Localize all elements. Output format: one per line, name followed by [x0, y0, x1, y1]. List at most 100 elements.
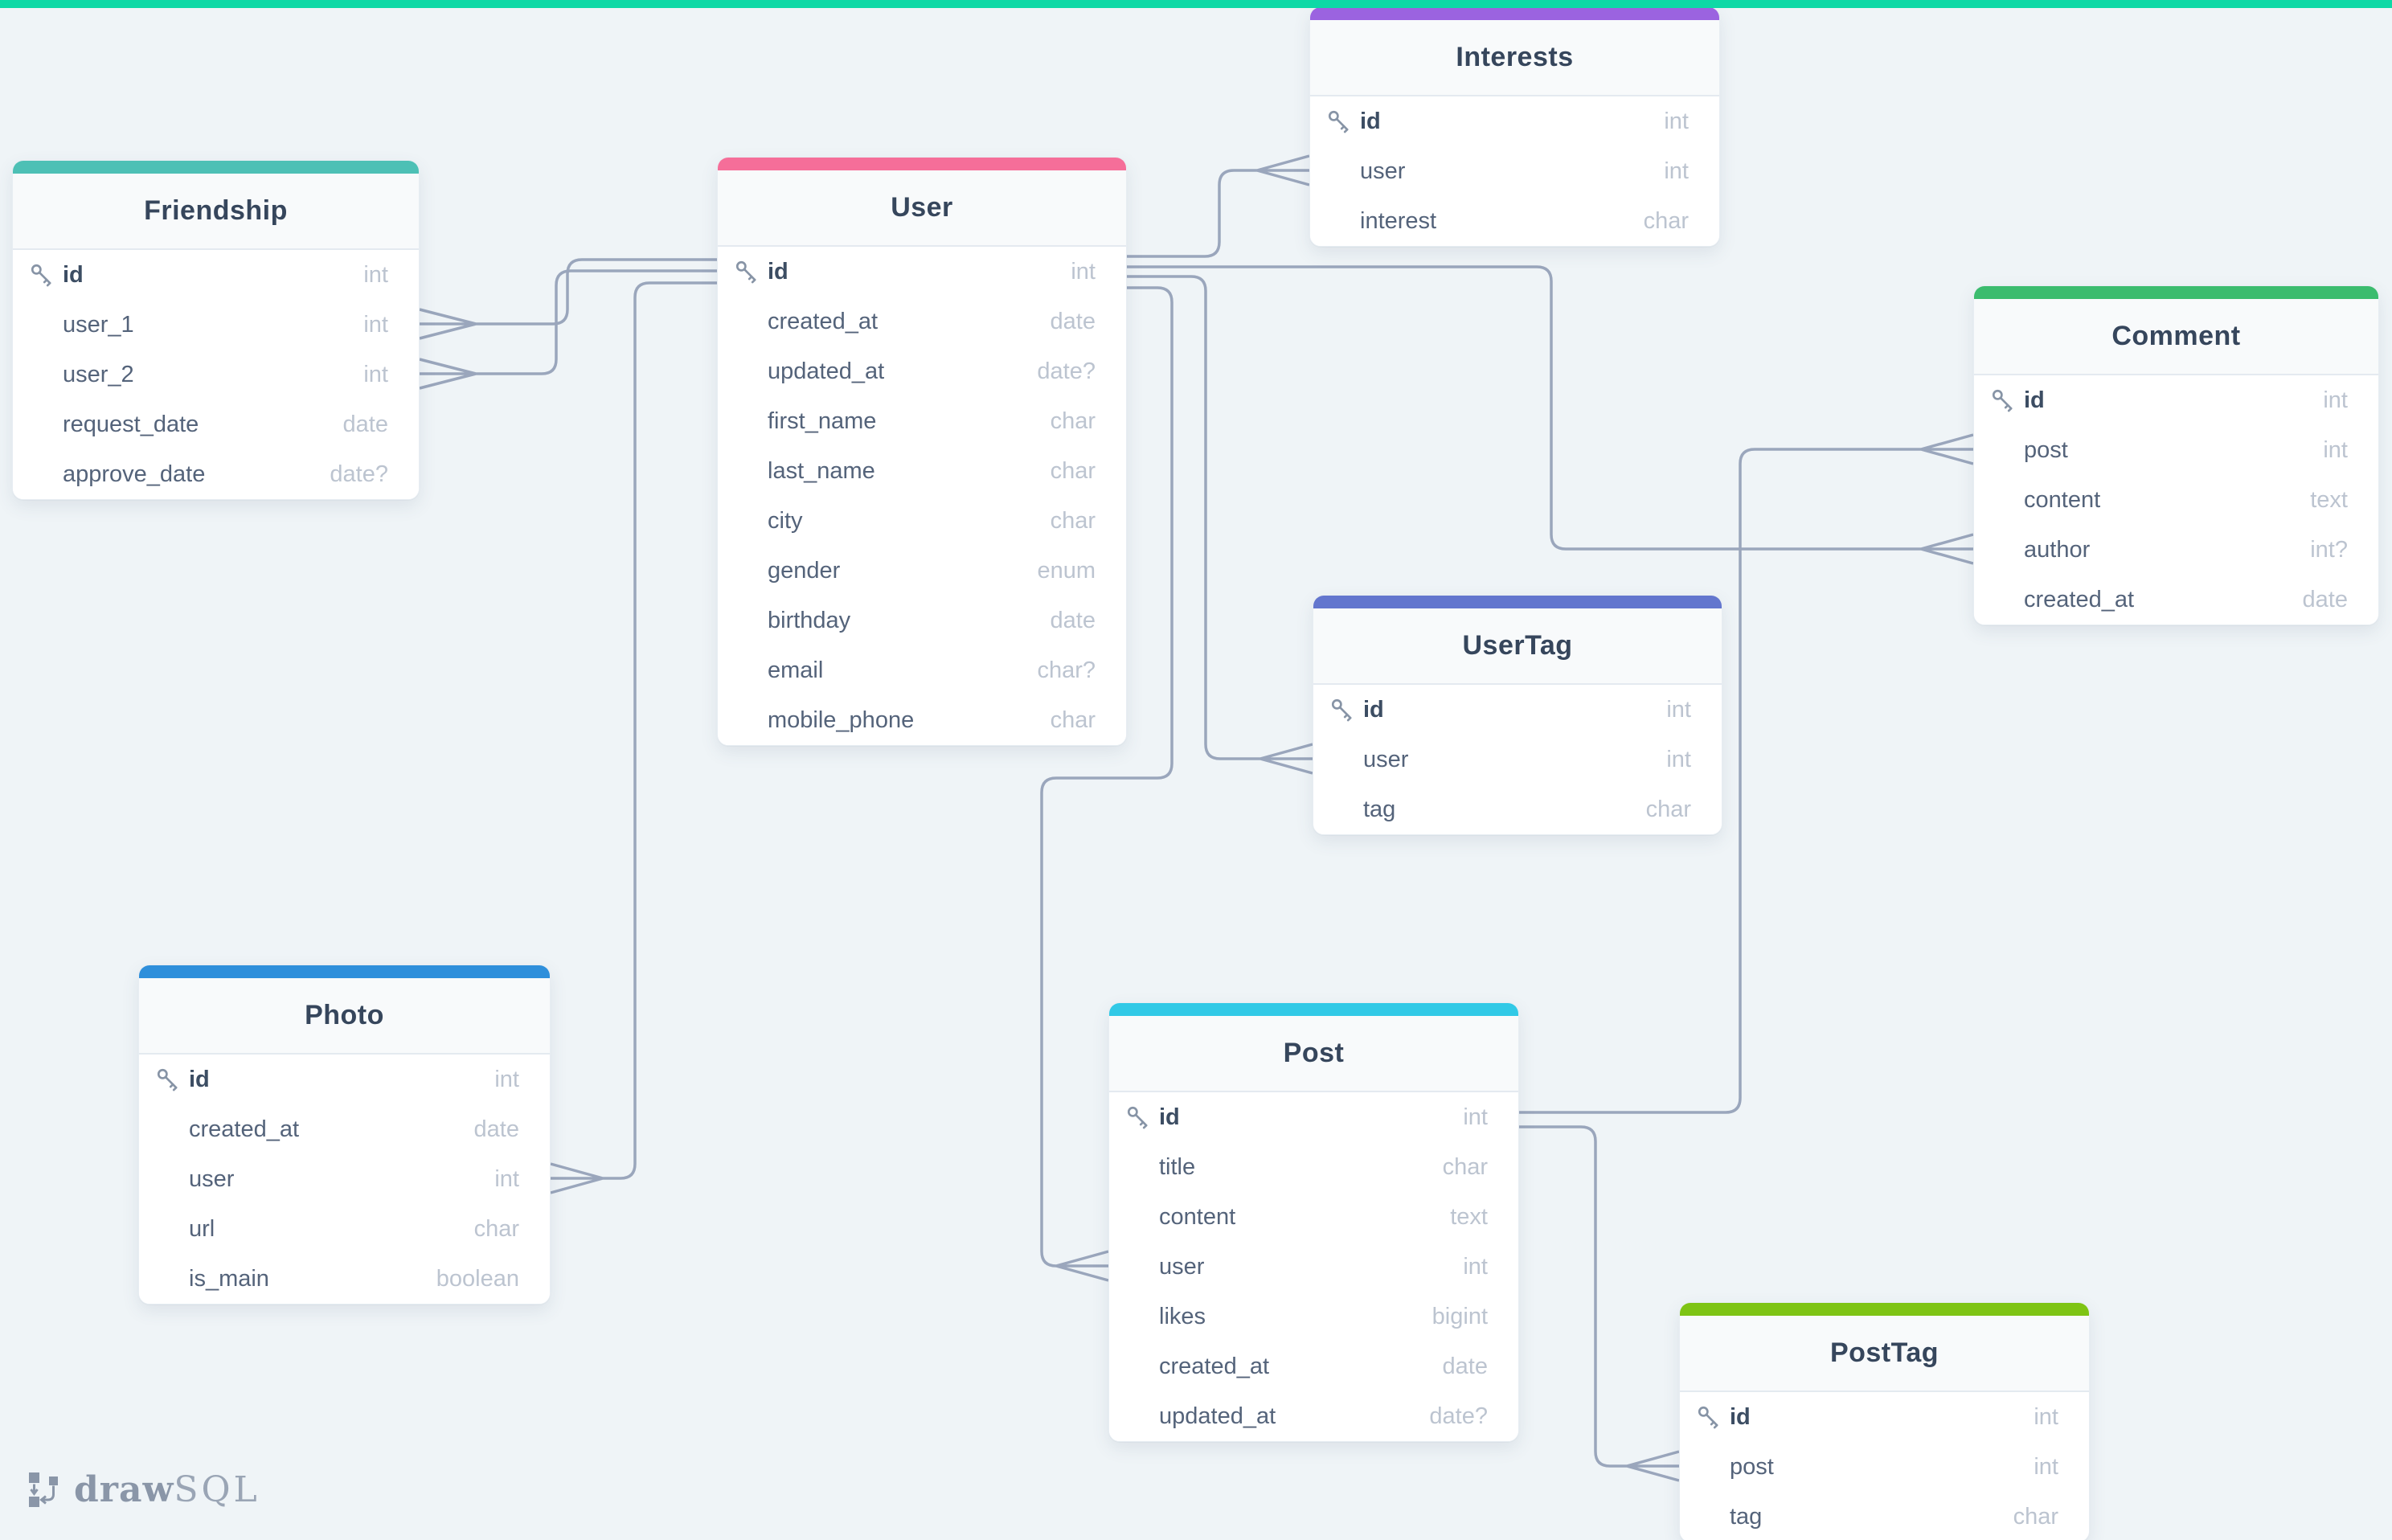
table-post[interactable]: Post id int title char content text user… [1108, 1002, 1519, 1442]
field-type: int [1463, 1104, 1488, 1130]
field-name: birthday [768, 607, 851, 633]
field-type: int? [2310, 536, 2348, 563]
primary-key-icon [157, 1068, 178, 1092]
field-name: updated_at [1159, 1403, 1276, 1429]
primary-key-icon [735, 260, 756, 284]
field-row-user-city[interactable]: city char [718, 496, 1126, 546]
field-row-usertag-user[interactable]: user int [1313, 735, 1722, 784]
relationship-comment-author-user-id[interactable] [1127, 265, 1974, 565]
field-row-friendship-user_2[interactable]: user_2 int [13, 350, 419, 399]
field-row-post-content[interactable]: content text [1109, 1192, 1518, 1242]
field-row-post-user[interactable]: user int [1109, 1242, 1518, 1292]
field-name: id [1159, 1104, 1180, 1130]
field-row-user-first_name[interactable]: first_name char [718, 396, 1126, 446]
primary-key-icon [31, 264, 51, 287]
table-friendship[interactable]: Friendship id int user_1 int user_2 int … [12, 160, 420, 500]
table-color-bar [1313, 596, 1722, 608]
field-type: int [363, 261, 388, 288]
relationship-post-user-user-id[interactable] [1040, 286, 1173, 1282]
field-row-comment-id[interactable]: id int [1974, 375, 2378, 425]
field-name: tag [1363, 796, 1396, 822]
relationship-usertag-user-user-id[interactable] [1127, 275, 1313, 775]
relationship-interests-user-user-id[interactable] [1127, 154, 1310, 258]
field-row-user-id[interactable]: id int [718, 247, 1126, 297]
table-fields: id int post int content text author int?… [1974, 375, 2378, 625]
relationship-photo-user-user-id[interactable] [550, 281, 717, 1194]
field-type: date [342, 411, 388, 437]
field-name: created_at [1159, 1353, 1270, 1379]
field-row-photo-url[interactable]: url char [139, 1204, 550, 1254]
field-row-usertag-id[interactable]: id int [1313, 685, 1722, 735]
field-type: int [1664, 108, 1689, 134]
field-type: char [1050, 408, 1096, 434]
field-row-user-created_at[interactable]: created_at date [718, 297, 1126, 346]
relationship-posttag-post-post-id[interactable] [1519, 1125, 1680, 1482]
table-usertag[interactable]: UserTag id int user int tag char [1313, 595, 1722, 835]
table-color-bar [1109, 1003, 1518, 1016]
table-title: Photo [139, 978, 550, 1055]
table-color-bar [1310, 7, 1719, 20]
field-row-friendship-request_date[interactable]: request_date date [13, 399, 419, 449]
field-row-post-created_at[interactable]: created_at date [1109, 1341, 1518, 1391]
field-type: char [1645, 796, 1691, 822]
table-title: User [718, 170, 1126, 247]
relationship-comment-post-post-id[interactable] [1519, 433, 1974, 1114]
field-type: int [2323, 436, 2348, 463]
field-name: user [1363, 746, 1409, 772]
field-name: tag [1730, 1503, 1763, 1530]
table-user[interactable]: User id int created_at date updated_at d… [717, 157, 1127, 746]
field-row-comment-author[interactable]: author int? [1974, 525, 2378, 575]
field-name: created_at [189, 1116, 300, 1142]
field-row-posttag-id[interactable]: id int [1680, 1392, 2089, 1442]
table-fields: id int created_at date updated_at date? … [718, 247, 1126, 745]
primary-key-icon [1328, 110, 1349, 133]
table-interests[interactable]: Interests id int user int interest char [1309, 6, 1720, 247]
field-row-photo-id[interactable]: id int [139, 1055, 550, 1104]
field-row-comment-content[interactable]: content text [1974, 475, 2378, 525]
field-row-post-id[interactable]: id int [1109, 1092, 1518, 1142]
table-title: Post [1109, 1016, 1518, 1092]
field-row-user-email[interactable]: email char? [718, 645, 1126, 695]
field-row-interests-user[interactable]: user int [1310, 146, 1719, 196]
field-row-photo-is_main[interactable]: is_main boolean [139, 1254, 550, 1304]
field-name: content [1159, 1203, 1236, 1230]
field-row-friendship-id[interactable]: id int [13, 250, 419, 300]
table-comment[interactable]: Comment id int post int content text aut… [1973, 285, 2379, 625]
field-type: int [2034, 1403, 2058, 1430]
field-name: post [2024, 436, 2068, 463]
table-posttag[interactable]: PostTag id int post int tag char [1679, 1302, 2090, 1540]
field-row-post-updated_at[interactable]: updated_at date? [1109, 1391, 1518, 1441]
field-row-friendship-approve_date[interactable]: approve_date date? [13, 449, 419, 499]
field-row-posttag-tag[interactable]: tag char [1680, 1492, 2089, 1540]
field-row-usertag-tag[interactable]: tag char [1313, 784, 1722, 834]
field-row-user-mobile_phone[interactable]: mobile_phone char [718, 695, 1126, 745]
field-row-interests-id[interactable]: id int [1310, 96, 1719, 146]
field-row-comment-post[interactable]: post int [1974, 425, 2378, 475]
field-type: char [1442, 1153, 1488, 1180]
field-row-user-updated_at[interactable]: updated_at date? [718, 346, 1126, 396]
field-row-user-birthday[interactable]: birthday date [718, 596, 1126, 645]
table-photo[interactable]: Photo id int created_at date user int ur… [138, 965, 551, 1304]
field-name: first_name [768, 408, 877, 434]
field-row-friendship-user_1[interactable]: user_1 int [13, 300, 419, 350]
field-name: content [2024, 486, 2101, 513]
relationship-friendship-user_2-user-id[interactable] [419, 269, 717, 390]
field-row-comment-created_at[interactable]: created_at date [1974, 575, 2378, 625]
field-row-user-gender[interactable]: gender enum [718, 546, 1126, 596]
field-name: id [1360, 108, 1381, 134]
field-row-post-likes[interactable]: likes bigint [1109, 1292, 1518, 1341]
relationship-friendship-user_1-user-id[interactable] [419, 258, 717, 340]
field-row-photo-created_at[interactable]: created_at date [139, 1104, 550, 1154]
field-row-photo-user[interactable]: user int [139, 1154, 550, 1204]
field-row-posttag-post[interactable]: post int [1680, 1442, 2089, 1492]
field-row-post-title[interactable]: title char [1109, 1142, 1518, 1192]
field-row-user-last_name[interactable]: last_name char [718, 446, 1126, 496]
table-color-bar [13, 161, 419, 174]
table-title: Comment [1974, 299, 2378, 375]
field-name: id [768, 258, 788, 285]
field-row-interests-interest[interactable]: interest char [1310, 196, 1719, 246]
field-type: char [2013, 1503, 2058, 1530]
table-title: Interests [1310, 20, 1719, 96]
